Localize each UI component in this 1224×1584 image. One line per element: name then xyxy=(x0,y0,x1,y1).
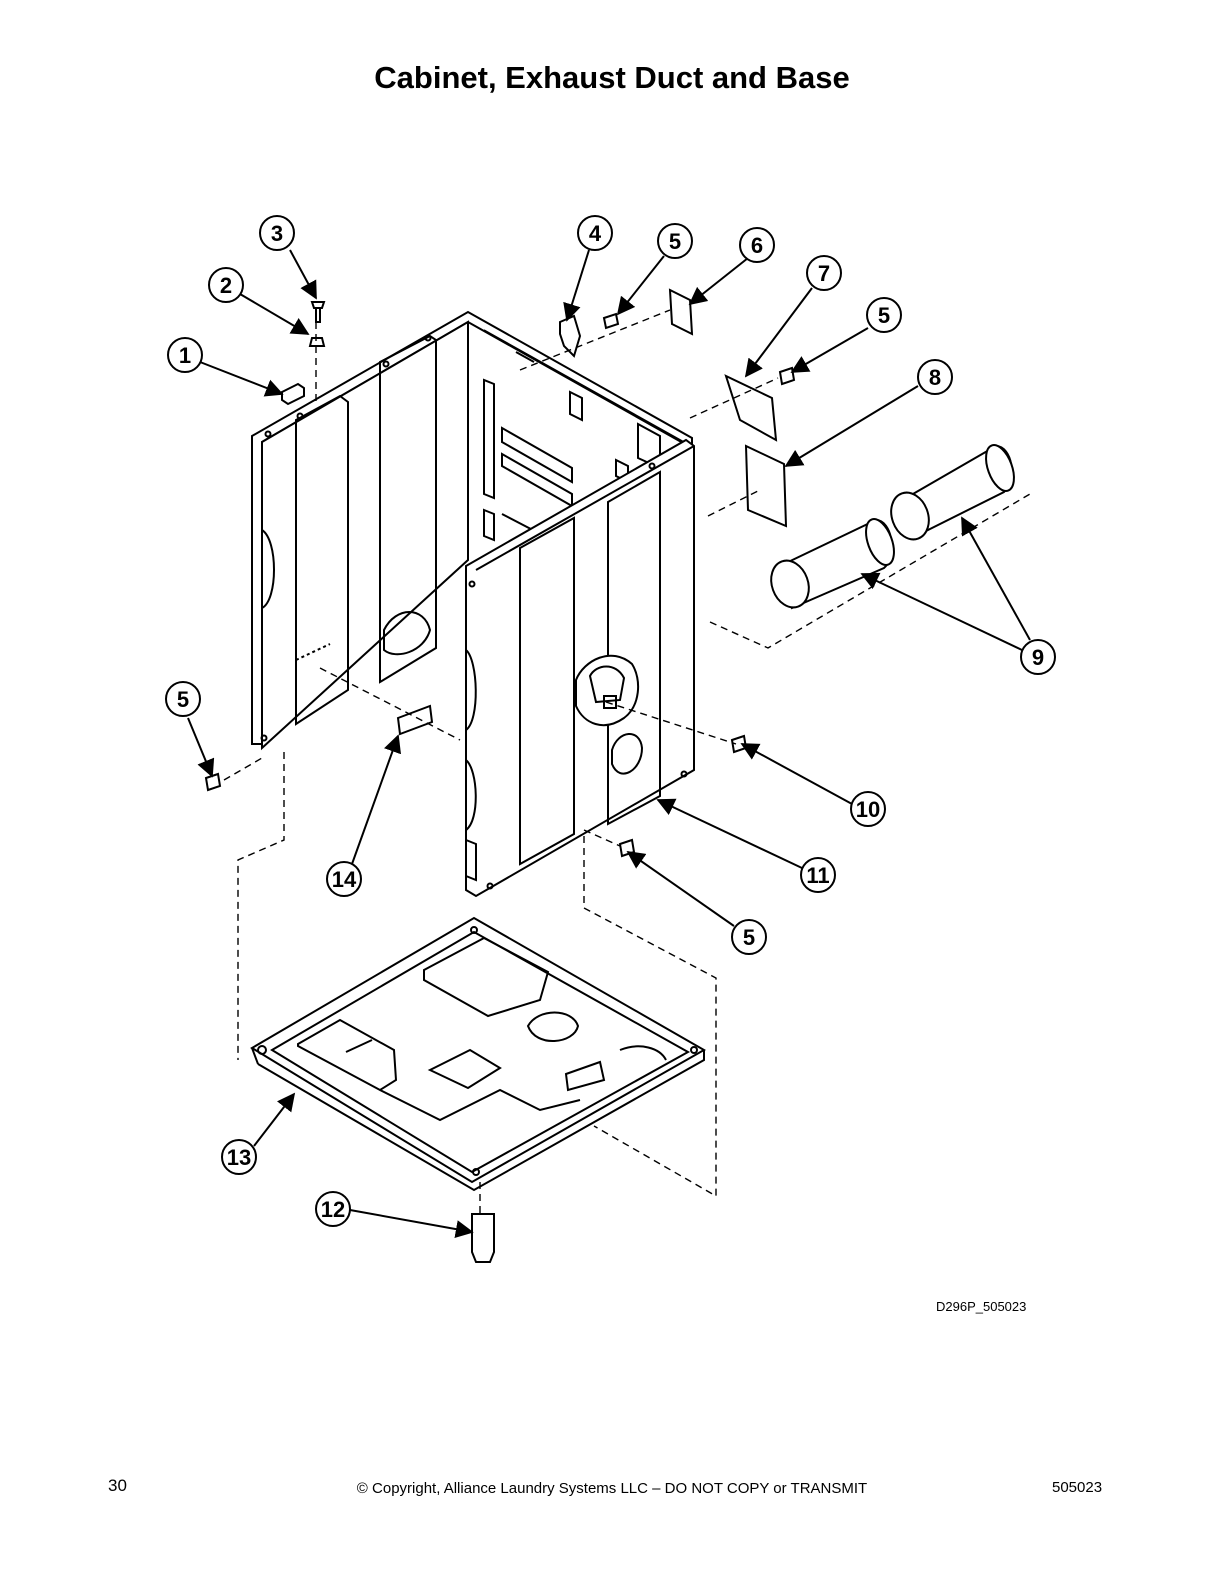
callout-label: 9 xyxy=(1032,645,1044,670)
callout-11: 11 xyxy=(800,857,836,893)
callout-6: 6 xyxy=(739,227,775,263)
callout-label: 2 xyxy=(220,273,232,298)
callout-label: 6 xyxy=(751,233,763,258)
label-part-6 xyxy=(668,288,694,336)
callout-10: 10 xyxy=(850,791,886,827)
callout-label: 5 xyxy=(743,925,755,950)
callout-label: 5 xyxy=(669,229,681,254)
page-number: 30 xyxy=(108,1476,127,1495)
callout-3: 3 xyxy=(259,215,295,251)
callout-13: 13 xyxy=(221,1139,257,1175)
callout-4: 4 xyxy=(577,215,613,251)
callout-5-bottom: 5 xyxy=(731,919,767,955)
callout-label: 4 xyxy=(589,221,602,246)
cover-part-7 xyxy=(724,374,778,442)
callout-2: 2 xyxy=(208,267,244,303)
label-part-14 xyxy=(396,704,434,736)
drawing-id: D296P_505023 xyxy=(936,1299,1027,1314)
callout-label: 3 xyxy=(271,221,283,246)
callout-label: 10 xyxy=(856,797,880,822)
callout-label: 13 xyxy=(227,1145,251,1170)
callout-14: 14 xyxy=(326,861,362,897)
callout-label: 1 xyxy=(179,343,191,368)
callout-7: 7 xyxy=(806,255,842,291)
callout-label: 5 xyxy=(177,687,189,712)
screw-part-3 xyxy=(310,301,326,323)
callout-label: 11 xyxy=(806,863,829,888)
screw-part-5a xyxy=(602,312,620,330)
exhaust-ducts xyxy=(770,444,1015,610)
clip-part-1 xyxy=(281,382,305,406)
callout-label: 14 xyxy=(332,867,357,892)
callout-label: 12 xyxy=(321,1197,345,1222)
leader-arrows xyxy=(187,249,1031,1238)
cabinet-rear-panel xyxy=(251,310,693,751)
label-part-8 xyxy=(744,444,788,528)
callout-5-left: 5 xyxy=(165,681,201,717)
callout-8: 8 xyxy=(917,359,953,395)
callout-9: 9 xyxy=(1020,639,1056,675)
leveling-leg-part-12 xyxy=(471,1213,495,1263)
callout-label: 5 xyxy=(878,303,890,328)
callout-12: 12 xyxy=(315,1191,351,1227)
callout-5-top: 5 xyxy=(657,223,693,259)
callout-label: 8 xyxy=(929,365,941,390)
screw-part-5b xyxy=(778,366,796,386)
small-parts xyxy=(204,288,796,1263)
cap-part-2 xyxy=(308,337,326,347)
screw-part-5c xyxy=(204,772,222,792)
cabinet-base xyxy=(250,916,707,1192)
callout-5-right: 5 xyxy=(866,297,902,333)
cabinet-side-panel xyxy=(465,438,695,898)
callout-label: 7 xyxy=(818,261,830,286)
page-title: Cabinet, Exhaust Duct and Base xyxy=(374,60,850,95)
callout-1: 1 xyxy=(167,337,203,373)
assembly-lines xyxy=(223,309,1031,1214)
copyright-notice: © Copyright, Alliance Laundry Systems LL… xyxy=(356,1480,868,1497)
document-number: 505023 xyxy=(1052,1479,1103,1496)
